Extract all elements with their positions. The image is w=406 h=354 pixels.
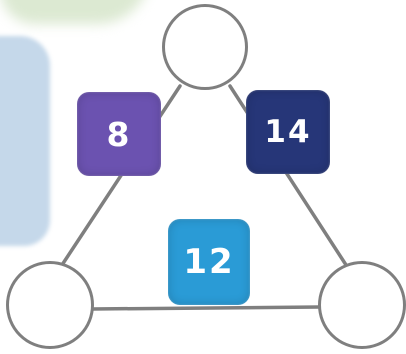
vertex-slot-bottom-left[interactable] [6,261,94,349]
edge-sum-tile-bottom: 12 [168,219,250,305]
edge-sum-tile-right: 14 [246,90,330,174]
edge-bottom [90,305,322,311]
edge-sum-tile-left: 8 [77,92,161,176]
vertex-slot-bottom-right[interactable] [318,261,406,349]
vertex-slot-top[interactable] [162,4,248,90]
